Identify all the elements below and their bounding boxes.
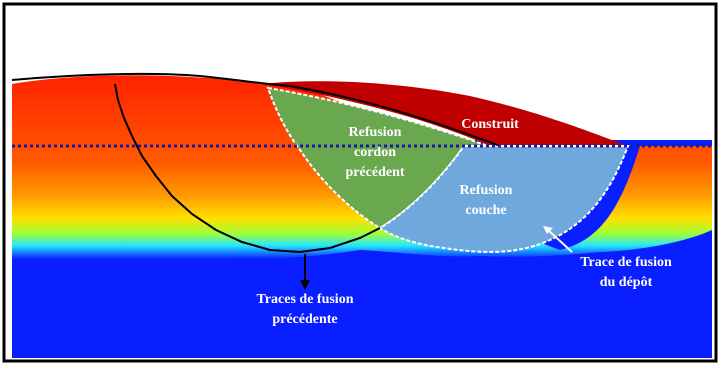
label-traces-precedente-1: Traces de fusion [257, 292, 354, 307]
refusion-couche-region [378, 145, 630, 253]
label-construit: Construit [461, 117, 519, 132]
label-traces-precedente-2: précédente [272, 312, 337, 327]
previous-fusion-trace [114, 83, 381, 254]
label-trace-depot-1: Trace de fusion [580, 255, 672, 270]
label-refusion-couche-2: couche [465, 203, 506, 218]
arrow-traces-head [300, 280, 310, 290]
construit-region [262, 81, 628, 146]
label-refusion-couche-1: Refusion [460, 183, 513, 198]
arrow-depot-head [543, 226, 553, 234]
label-refusion-cordon-1: Refusion [349, 125, 402, 140]
top-profile-line [11, 72, 501, 147]
label-refusion-cordon-3: précédent [345, 165, 404, 180]
arrow-depot-line [547, 229, 573, 253]
label-trace-depot-2: du dépôt [600, 275, 653, 290]
label-refusion-cordon-2: cordon [354, 145, 396, 160]
